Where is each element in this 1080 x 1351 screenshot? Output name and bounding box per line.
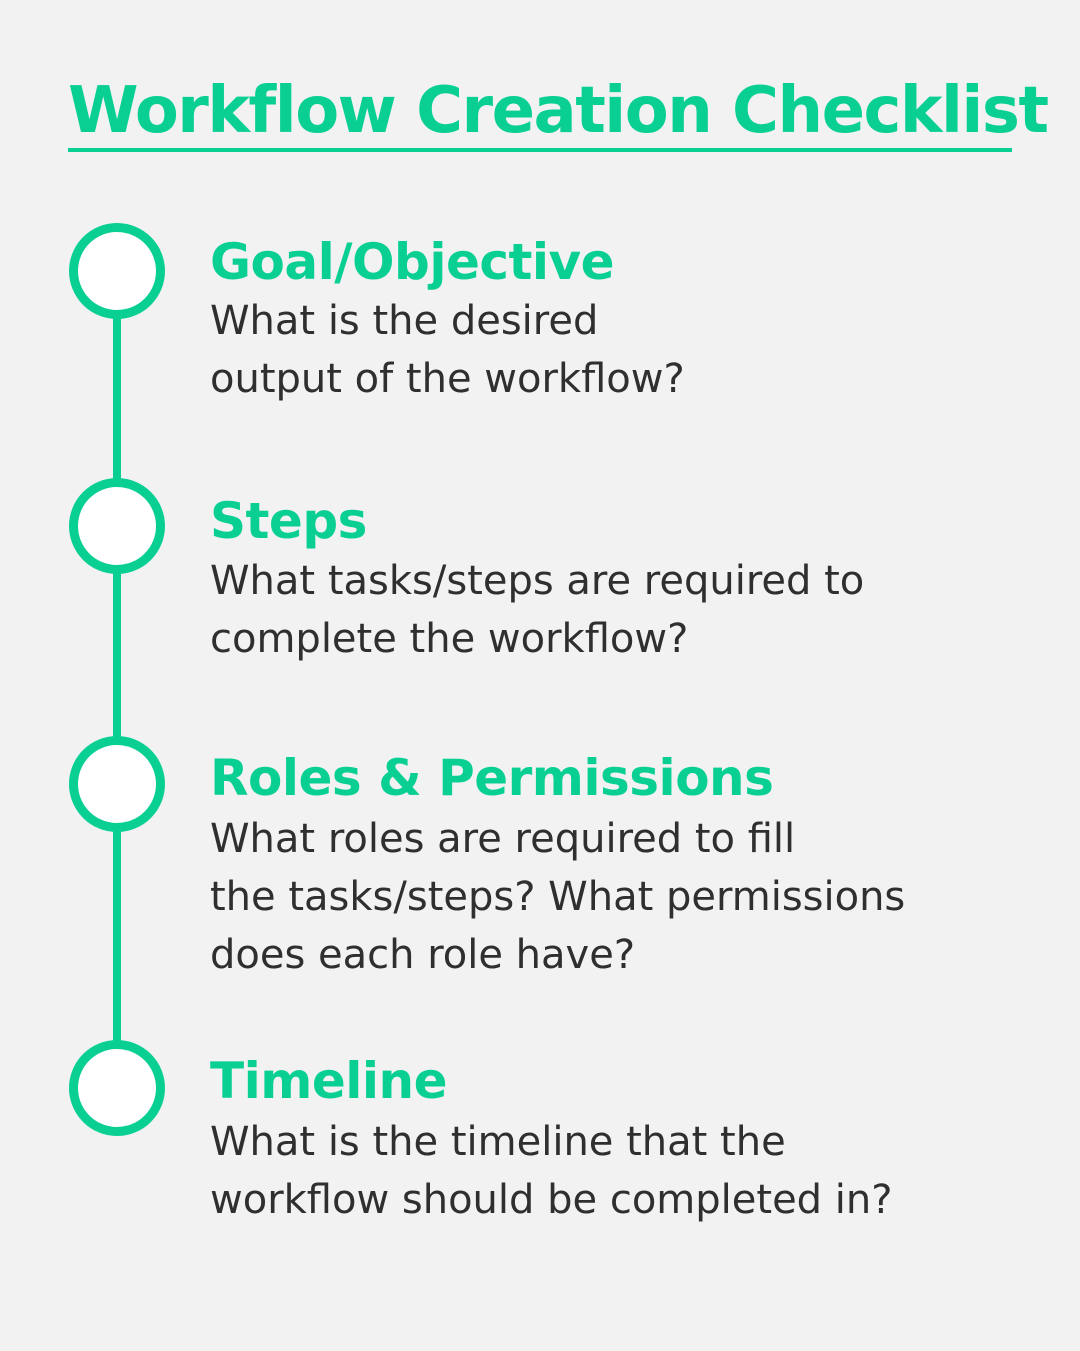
step-description-roles-permissions: What roles are required to fill the task… <box>210 810 905 984</box>
step-description-line: What is the timeline that the <box>210 1119 786 1165</box>
step-description-line: workflow should be completed in? <box>210 1177 893 1223</box>
title-underline <box>68 148 1012 152</box>
timeline-connector-line <box>113 270 121 1090</box>
circle-node-icon <box>69 736 165 832</box>
step-description-line: the tasks/steps? What permissions <box>210 874 906 920</box>
circle-node-icon <box>69 223 165 319</box>
step-description-line: What roles are required to fill <box>210 816 796 862</box>
step-description-line: does each role have? <box>210 932 636 978</box>
step-title-roles-permissions: Roles & Permissions <box>210 749 774 807</box>
circle-node-icon <box>69 1040 165 1136</box>
step-description-timeline: What is the timeline that the workflow s… <box>210 1113 892 1229</box>
step-title-timeline: Timeline <box>210 1052 448 1110</box>
step-title-goal-objective: Goal/Objective <box>210 233 615 291</box>
step-description-line: What is the desired <box>210 298 599 344</box>
page-title: Workflow Creation Checklist <box>68 74 1049 148</box>
step-description-line: output of the workflow? <box>210 356 685 402</box>
step-description-goal-objective: What is the desired output of the workfl… <box>210 292 685 408</box>
step-description-steps: What tasks/steps are required to complet… <box>210 552 864 668</box>
step-description-line: complete the workflow? <box>210 616 689 662</box>
circle-node-icon <box>69 478 165 574</box>
step-title-steps: Steps <box>210 492 367 550</box>
step-description-line: What tasks/steps are required to <box>210 558 865 604</box>
